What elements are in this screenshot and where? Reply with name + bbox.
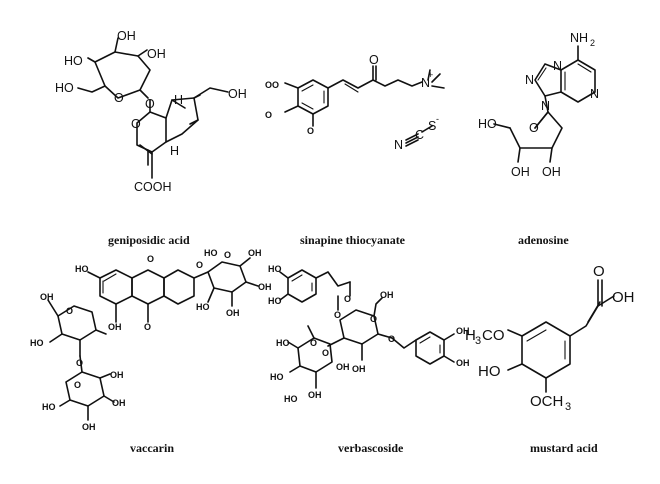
structure-mustard-acid: O OH H 3 CO HO OCH 3	[465, 263, 635, 413]
adenosine-n4: N	[541, 99, 550, 113]
verbascoside-o4: O	[388, 334, 395, 344]
vaccarin-oh3: OH	[226, 308, 240, 318]
verbascoside-o2: O	[344, 294, 351, 304]
verbascoside-ho3: HO	[276, 338, 290, 348]
mustard-och-3: 3	[565, 401, 571, 413]
verbascoside-oh3: OH	[456, 326, 470, 336]
sinapine-o1: O	[265, 80, 272, 90]
vaccarin-oh1: OH	[248, 248, 262, 258]
caption-vaccarin: vaccarin	[130, 441, 174, 455]
sinapine-minus: -	[436, 114, 439, 124]
vaccarin-ho3: HO	[196, 302, 210, 312]
mustard-och: OCH	[530, 393, 563, 410]
verbascoside-o5: O	[310, 338, 317, 348]
geniposidic-h-bottom: H	[170, 144, 179, 158]
verbascoside-oh4: OH	[308, 390, 322, 400]
adenosine-ho: HO	[478, 117, 497, 131]
geniposidic-ho-side: HO	[55, 81, 74, 95]
mustard-h3co-h: H	[465, 327, 476, 344]
verbascoside-ho1: HO	[268, 264, 282, 274]
geniposidic-ho-left: HO	[64, 54, 83, 68]
vaccarin-o2: O	[196, 260, 203, 270]
adenosine-n1: N	[590, 87, 599, 101]
sinapine-plus: +	[428, 70, 433, 80]
verbascoside-o1: O	[334, 310, 341, 320]
adenosine-oh1: OH	[511, 165, 530, 179]
geniposidic-o-pyran: O	[131, 117, 141, 131]
vaccarin-o3: O	[224, 250, 231, 260]
verbascoside-o6: O	[322, 348, 329, 358]
caption-verbascoside: verbascoside	[338, 441, 404, 455]
vaccarin-oh4: OH	[108, 322, 122, 332]
caption-sinapine-thiocyanate: sinapine thiocyanate	[300, 233, 406, 247]
vaccarin-oh8: OH	[82, 422, 96, 432]
geniposidic-o-link: O	[145, 97, 155, 111]
vaccarin-oh7: OH	[112, 398, 126, 408]
caption-geniposidic-acid: geniposidic acid	[108, 233, 190, 247]
vaccarin-oh2: OH	[258, 282, 272, 292]
adenosine-n3: N	[525, 73, 534, 87]
vaccarin-o4: O	[144, 322, 151, 332]
structure-sinapine-thiocyanate: O O O O O N + S - N C	[265, 53, 445, 152]
adenosine-nh: NH	[570, 31, 588, 45]
sinapine-o-carbonyl: O	[369, 53, 379, 67]
structure-verbascoside: HO HO O OH O O O HO O OH HO OH HO O OH O…	[268, 264, 470, 404]
vaccarin-o6: O	[76, 358, 83, 368]
vaccarin-o5: O	[66, 306, 73, 316]
adenosine-o-ring: O	[529, 121, 539, 135]
caption-mustard-acid: mustard acid	[530, 441, 598, 455]
sinapine-o3: O	[307, 126, 314, 136]
sinapine-o1b: O	[272, 80, 279, 90]
mustard-o: O	[593, 263, 605, 280]
geniposidic-oh-top: OH	[117, 29, 136, 43]
mustard-h3co-3: 3	[475, 335, 481, 347]
vaccarin-ho4: HO	[30, 338, 44, 348]
sinapine-n: N	[421, 76, 430, 90]
geniposidic-o-ring: O	[114, 91, 124, 105]
vaccarin-ho2: HO	[204, 248, 218, 258]
verbascoside-ho4: HO	[270, 372, 284, 382]
adenosine-n2: N	[553, 59, 562, 73]
structure-vaccarin: HO O O HO O OH O OH HO OH OH O OH HO O O…	[30, 248, 272, 432]
sinapine-o2: O	[265, 110, 272, 120]
verbascoside-ho2: HO	[268, 296, 282, 306]
sinapine-s: S	[428, 119, 436, 133]
verbascoside-oh6: OH	[456, 358, 470, 368]
mustard-oh: OH	[612, 289, 635, 306]
geniposidic-h-top: H	[174, 93, 183, 107]
adenosine-oh2: OH	[542, 165, 561, 179]
structure-adenosine: NH 2 N N N N HO O OH OH	[478, 31, 599, 179]
verbascoside-ho5: HO	[284, 394, 298, 404]
verbascoside-oh5: OH	[352, 364, 366, 374]
vaccarin-oh5: OH	[40, 292, 54, 302]
geniposidic-cooh: COOH	[134, 180, 172, 194]
sinapine-n2: N	[394, 138, 403, 152]
verbascoside-oh2: OH	[336, 362, 350, 372]
verbascoside-oh1: OH	[380, 290, 394, 300]
mustard-ho: HO	[478, 363, 501, 380]
geniposidic-oh-right: OH	[147, 47, 166, 61]
adenosine-nh-subscript: 2	[590, 38, 595, 48]
structure-geniposidic-acid: OH HO OH HO O O H OH O H COOH	[55, 29, 247, 194]
vaccarin-ho5: HO	[42, 402, 56, 412]
sinapine-c: C	[415, 128, 424, 142]
vaccarin-o1: O	[147, 254, 154, 264]
caption-adenosine: adenosine	[518, 233, 569, 247]
vaccarin-oh6: OH	[110, 370, 124, 380]
geniposidic-oh-ch2: OH	[228, 87, 247, 101]
vaccarin-o7: O	[74, 380, 81, 390]
mustard-h3co-co: CO	[482, 327, 505, 344]
vaccarin-ho1: HO	[75, 264, 89, 274]
verbascoside-o3: O	[370, 314, 377, 324]
